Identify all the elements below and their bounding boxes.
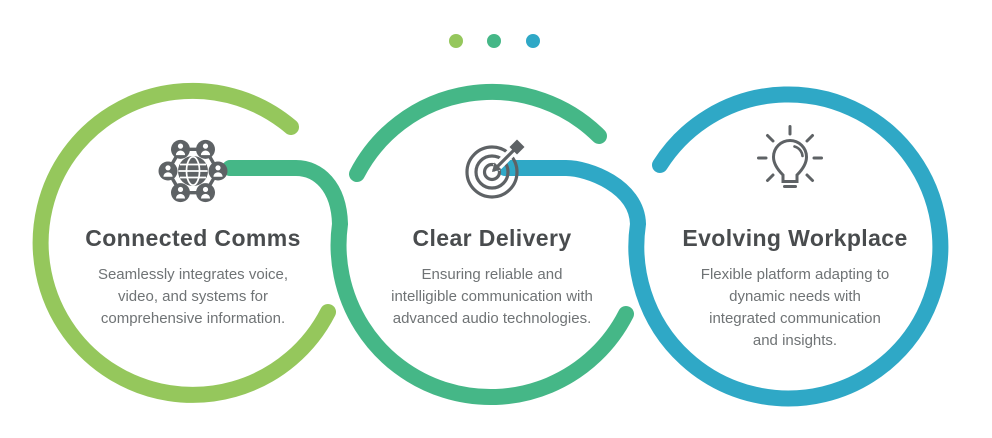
step-description: Ensuring reliable and intelligible commu… bbox=[391, 266, 593, 327]
dot-step-2 bbox=[487, 34, 501, 48]
step-title: Evolving Workplace bbox=[682, 225, 908, 251]
ring-1 bbox=[32, 82, 336, 403]
bulb-rays bbox=[757, 125, 823, 182]
globe bbox=[178, 155, 208, 187]
bulb-outline bbox=[771, 138, 809, 183]
network-users bbox=[158, 139, 228, 203]
arrow-tip bbox=[492, 162, 502, 172]
dot-step-1 bbox=[449, 34, 463, 48]
arrow-fletching bbox=[509, 139, 525, 155]
network-globe-icon bbox=[158, 139, 228, 203]
step-title: Clear Delivery bbox=[412, 225, 572, 251]
ring-2-link-curve bbox=[222, 160, 634, 405]
step-title: Connected Comms bbox=[85, 225, 301, 251]
step-description: Seamlessly integrates voice, video, and … bbox=[97, 266, 289, 327]
step-connected-comms: Connected Comms Seamlessly integrates vo… bbox=[50, 225, 336, 330]
step-clear-delivery: Clear Delivery Ensuring reliable and int… bbox=[349, 225, 635, 330]
step-evolving-workplace: Evolving Workplace Flexible platform ada… bbox=[652, 225, 938, 352]
progress-dots bbox=[449, 34, 540, 48]
bulb-highlight bbox=[793, 145, 804, 158]
target-arrow-icon bbox=[465, 139, 525, 199]
step-description: Flexible platform adapting to dynamic ne… bbox=[700, 266, 890, 349]
ring-chain bbox=[32, 82, 949, 407]
ring-3 bbox=[497, 86, 949, 407]
dot-step-3 bbox=[526, 34, 540, 48]
ring-2-top-arc bbox=[349, 83, 607, 182]
lightbulb-icon bbox=[757, 125, 823, 188]
